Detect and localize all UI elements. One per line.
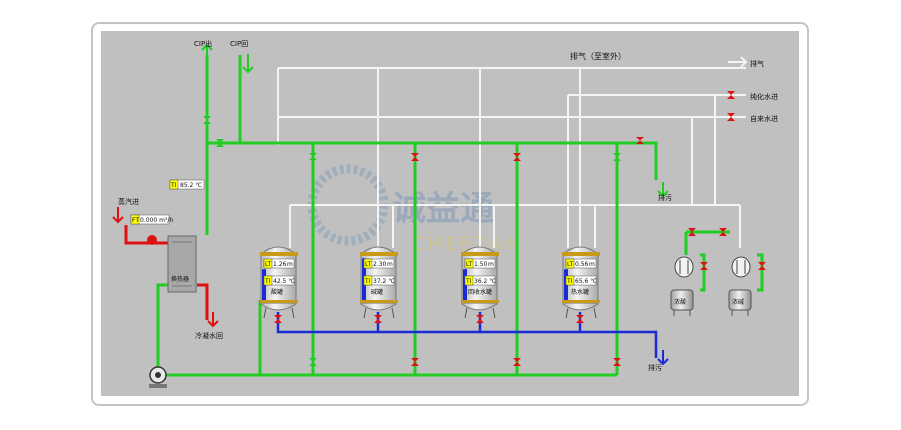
tank-hot-water-name: 热水罐	[571, 288, 589, 296]
small-tank-acid[interactable]: 浓酸	[670, 289, 694, 316]
svg-text:0.000 m³/h: 0.000 m³/h	[140, 217, 173, 224]
tank-recovery-level: 1.50	[474, 261, 488, 268]
tank-recovery[interactable]: LT 1.50 m TI 36.2 ℃ 回收水罐	[461, 246, 499, 319]
label-cond-return: 冷凝水回	[195, 331, 223, 340]
tank-alkali-level-unit: m	[387, 261, 393, 268]
valve-drain-top[interactable]	[636, 137, 644, 144]
valve-cip-junction[interactable]	[216, 139, 224, 147]
valve-hot-bottom[interactable]	[576, 315, 584, 323]
dosing-pump-alkali[interactable]	[731, 256, 751, 278]
process-panel	[101, 31, 799, 396]
tank-hot-water[interactable]: LT 0.56 m TI 65.6 ℃ 热水罐	[562, 246, 600, 319]
tank-acid-level-tag: LT	[265, 261, 272, 268]
watermark-cn: 诚益通	[392, 189, 494, 229]
tank-hot-water-temp: 65.6 ℃	[575, 278, 597, 285]
flow-arrows	[112, 43, 748, 366]
tank-hot-water-temp-tag: TI	[566, 278, 573, 285]
tank-acid-name: 酸罐	[271, 288, 283, 296]
valve-steam[interactable]	[147, 235, 157, 245]
valve-return-1[interactable]	[309, 358, 317, 366]
heat-exchanger-label: 换热器	[171, 275, 189, 283]
small-tank-alkali-label: 浓碱	[732, 298, 744, 306]
valves[interactable]	[147, 91, 766, 366]
tank-acid-temp: 42.5 ℃	[273, 278, 295, 285]
valve-alkali-bottom[interactable]	[374, 315, 382, 323]
cip-pump[interactable]	[149, 366, 167, 388]
tank-acid-level: 1.26	[273, 261, 287, 268]
tank-alkali-temp: 37.2 ℃	[373, 278, 395, 285]
flow-indicator-steam: FT 0.000 m³/h	[130, 214, 173, 225]
tank-hot-water-level-unit: m	[589, 261, 595, 268]
cip-pipes	[156, 55, 764, 377]
label-cip-return: CIP回	[230, 40, 248, 48]
valve-cip-out[interactable]	[203, 116, 211, 124]
tank-acid[interactable]: LT 1.26 m TI 42.5 ℃ 酸罐	[260, 246, 298, 319]
valve-conc-acid[interactable]	[688, 228, 696, 236]
watermark: 诚益通 CHEETAH	[307, 164, 522, 255]
valve-tap-water[interactable]	[727, 113, 735, 121]
valve-acid-pump[interactable]	[700, 262, 708, 270]
temp-indicator-main: TI 85.2 ℃	[169, 179, 205, 190]
svg-text:85.2 ℃: 85.2 ℃	[180, 182, 202, 189]
label-vent: 排气	[750, 59, 764, 68]
tank-recovery-level-tag: LT	[466, 261, 473, 268]
svg-text:TI: TI	[170, 182, 177, 189]
valve-acid-top[interactable]	[309, 153, 317, 160]
label-pure-water-in: 纯化水进	[750, 92, 778, 101]
valve-conc-alkali[interactable]	[719, 228, 727, 236]
label-steam-in: 蒸汽进	[118, 197, 139, 206]
tank-acid-temp-tag: TI	[264, 278, 271, 285]
dosing-pump-acid[interactable]	[674, 256, 694, 278]
label-drain-bottom: 排污	[648, 363, 662, 372]
tank-alkali-level-tag: LT	[365, 261, 372, 268]
tank-recovery-level-unit: m	[488, 261, 494, 268]
watermark-en: CHEETAH	[412, 233, 522, 255]
tank-recovery-temp: 36.2 ℃	[474, 278, 496, 285]
tank-acid-level-unit: m	[287, 261, 293, 268]
tank-alkali[interactable]: LT 2.30 m TI 37.2 ℃ 碱罐	[360, 246, 398, 319]
valve-pure-water[interactable]	[727, 91, 735, 99]
valve-hot-top[interactable]	[613, 153, 621, 161]
heat-exchanger[interactable]: 换热器	[167, 235, 197, 293]
svg-text:FT: FT	[132, 217, 139, 224]
label-cip-out: CIP出	[194, 39, 212, 48]
drain-pipes	[276, 312, 658, 358]
tank-hot-water-level: 0.56	[575, 261, 589, 268]
valve-acid-bottom[interactable]	[274, 315, 282, 323]
vent-pipes	[277, 67, 746, 248]
valve-recovery-top[interactable]	[513, 153, 521, 161]
valve-return-4[interactable]	[613, 358, 621, 366]
valve-recovery-bottom[interactable]	[476, 315, 484, 323]
tank-alkali-temp-tag: TI	[364, 278, 371, 285]
valve-alkali-pump[interactable]	[758, 262, 766, 270]
tank-alkali-name: 碱罐	[371, 288, 383, 296]
tank-recovery-temp-tag: TI	[465, 278, 472, 285]
valve-return-3[interactable]	[513, 358, 521, 366]
label-drain-mid: 排污	[658, 193, 672, 202]
tank-hot-water-level-tag: LT	[567, 261, 574, 268]
small-tank-alkali[interactable]: 浓碱	[728, 289, 752, 316]
valve-alkali-top[interactable]	[411, 153, 419, 161]
tank-alkali-level: 2.30	[373, 261, 387, 268]
label-vent-title: 排气（至室外）	[570, 51, 626, 61]
valve-return-2[interactable]	[411, 358, 419, 366]
tank-recovery-name: 回收水罐	[468, 288, 492, 296]
small-tank-acid-label: 浓酸	[674, 298, 686, 306]
label-tap-water-in: 自来水进	[750, 114, 778, 123]
